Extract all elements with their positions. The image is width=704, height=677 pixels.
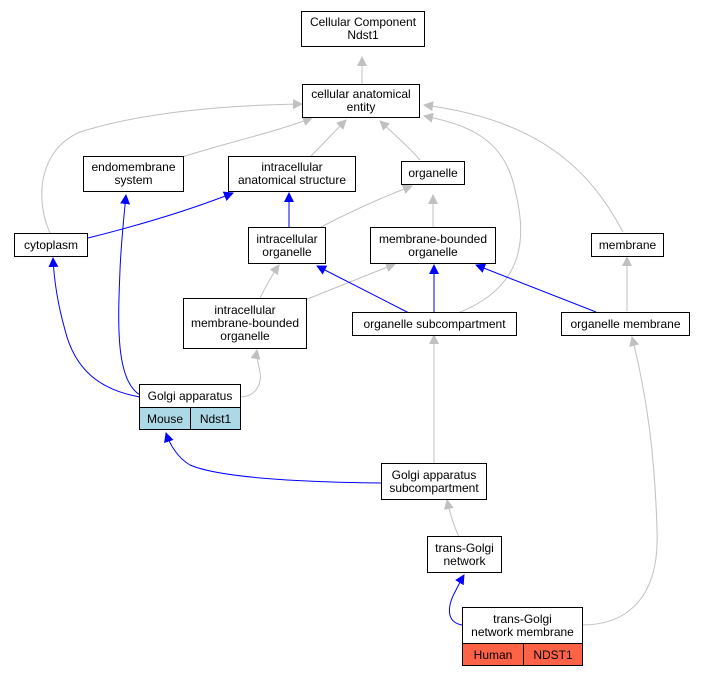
node-label-line: endomembrane [91,160,176,174]
edge-ias-cae [309,119,347,158]
edge-golgi-endomembrane [118,194,141,396]
node-label-line: cellular anatomical [311,87,411,101]
edge-introrg-organelle [320,184,413,228]
node-label-line: subcompartment [389,480,479,495]
node-label-line: Golgi apparatus [391,467,477,482]
node-label-line: anatomical structure [237,173,347,187]
edge-orgsub-introrg [316,265,410,314]
edge-tgn-golgisub [443,499,460,538]
node-label-line: trans-Golgi [493,611,552,626]
node-label-line: entity [346,100,376,114]
annotation-gene-ndst1-human[interactable]: NDST1 [523,643,583,666]
edge-cytoplasm-cae [41,99,303,234]
node-label-line: organelle [262,244,312,259]
node-label-line: Cellular Component [309,15,417,29]
edge-tgnmem-tgn [449,574,465,626]
edges [41,56,658,626]
node-label-line: intracellular [214,303,276,317]
edge-organelle-cae [379,120,421,161]
node-label-line: intracellular [261,160,323,174]
node-label-line: organelle membrane [570,316,681,331]
node-label-line: Golgi apparatus [147,388,233,403]
annotation-gene-ndst1[interactable]: Ndst1 [190,407,241,430]
node-label-line: organelle [408,244,458,259]
edge-cytoplasm-ias [87,191,234,239]
node-organelle[interactable]: organelle [401,161,465,185]
annotation-species-mouse[interactable]: Mouse [139,407,191,430]
node-label-line: Ndst1 [347,28,379,42]
edge-orgmem-mbo [475,263,597,313]
edge-endomembrane-cae [181,116,313,158]
node-label-line: system [114,173,153,187]
edge-membrane-cae [423,101,624,233]
node-cytoplasm[interactable]: cytoplasm [14,233,88,257]
edge-tgnmem-orgmem [581,336,658,626]
edge-orgsub-cae [423,112,522,314]
node-golgi-apparatus[interactable]: Golgi apparatus [139,384,241,408]
node-label-line: membrane-bounded [190,316,300,330]
node-label-line: cytoplasm [23,237,79,252]
edge-imbo-introrg [259,264,280,299]
annotation-species-human[interactable]: Human [462,643,524,666]
edge-golgi-imbo [239,349,261,398]
edge-imbo-mbo [304,262,396,301]
node-organelle-subcompartment[interactable]: organelle subcompartment [352,312,517,336]
node-label-line: intracellular [256,231,318,246]
node-label-line: network membrane [471,624,574,639]
node-label-line: organelle [408,165,458,180]
node-organelle-membrane[interactable]: organelle membrane [561,312,690,336]
node-membrane[interactable]: membrane [591,233,664,257]
edge-golgi-cytoplasm [48,257,141,398]
node-label-line: organelle subcompartment [363,316,506,331]
node-label-line: network [443,553,486,568]
edge-golgisub-golgi [164,432,382,484]
node-label-line: trans-Golgi [435,540,494,555]
node-label-line: membrane [598,237,657,252]
node-label-line: membrane-bounded [378,231,488,246]
node-label-line: organelle [220,329,270,343]
